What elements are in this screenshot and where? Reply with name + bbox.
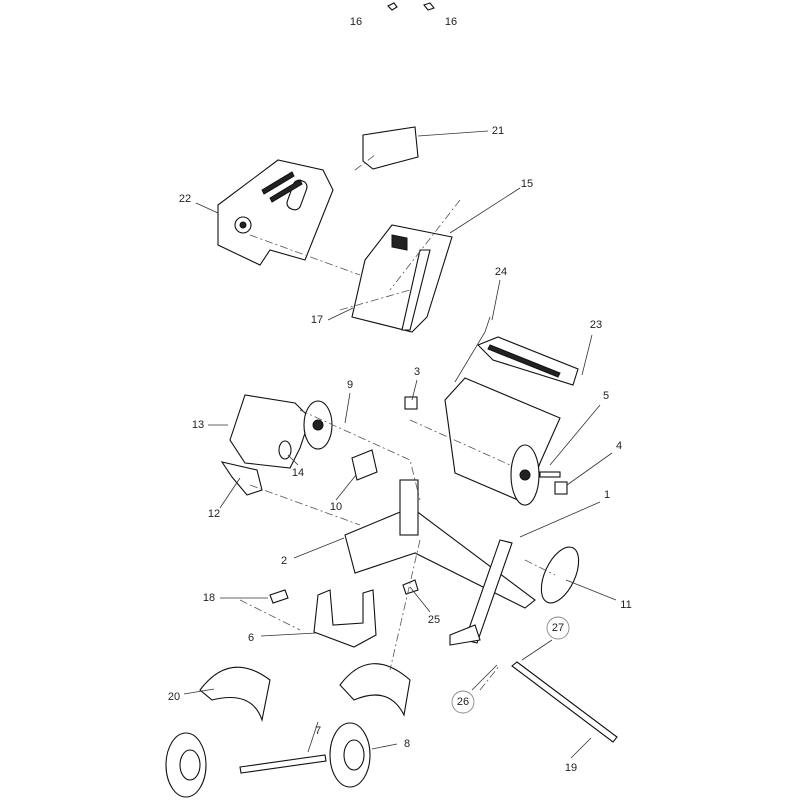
part-clip-18 [269,589,289,604]
callout-12: 12 [208,508,220,520]
callout-14: 14 [292,467,304,479]
callout-6: 6 [248,632,254,644]
callout-9: 9 [347,379,353,391]
callout-7: 7 [315,725,321,737]
callout-17: 17 [311,314,323,326]
callout-11: 11 [620,599,631,611]
callout-24: 24 [495,266,507,278]
callout-20: 20 [168,691,180,703]
callout-16: 16 [350,16,362,28]
part-bracket-10 [351,449,378,481]
callout-circle-27 [546,616,570,640]
callout-19: 19 [565,762,577,774]
callout-8: 8 [404,738,410,750]
part-engine-cover-22 [217,159,334,266]
part-axle-7 [239,754,327,774]
callout-10: 10 [330,501,342,513]
callout-15: 15 [521,178,533,190]
part-axle-bracket-6 [313,589,377,648]
callout-18: 18 [203,592,215,604]
part-bearing-4 [554,481,568,495]
callout-23: 23 [590,319,602,331]
part-belt-guard-cover-21 [362,126,419,170]
part-wheels-8 [165,722,371,798]
assembly-lines [239,154,556,691]
callout-4: 4 [616,440,622,452]
part-frame-2 [344,479,536,646]
callout-16b: 16 [445,16,457,28]
callout-22: 22 [179,193,191,205]
callout-13: 13 [192,419,204,431]
part-bearing-3 [404,396,418,410]
callout-21: 21 [492,125,504,137]
part-pulley-14 [278,440,292,460]
callout-26: 26 [457,696,469,708]
callout-27: 27 [552,622,564,634]
part-belt-guard-15 [351,224,453,333]
part-mudguards-20 [199,663,411,723]
callout-2: 2 [281,555,287,567]
callout-circle-26 [451,690,475,714]
callout-3: 3 [414,366,420,378]
part-rod-24 [454,316,491,383]
part-engine-13 [229,394,311,469]
part-grill-23 [477,336,579,386]
part-drum-5 [444,377,561,506]
part-mount-12 [220,461,263,496]
callout-5: 5 [603,390,609,402]
callout-1: 1 [604,489,610,501]
part-handwheel-11 [540,546,580,604]
part-handle-19 [511,661,618,743]
callout-25: 25 [428,614,440,626]
part-clips-16 [387,2,435,11]
leader-lines [183,130,617,759]
part-pulley-9 [303,400,333,450]
